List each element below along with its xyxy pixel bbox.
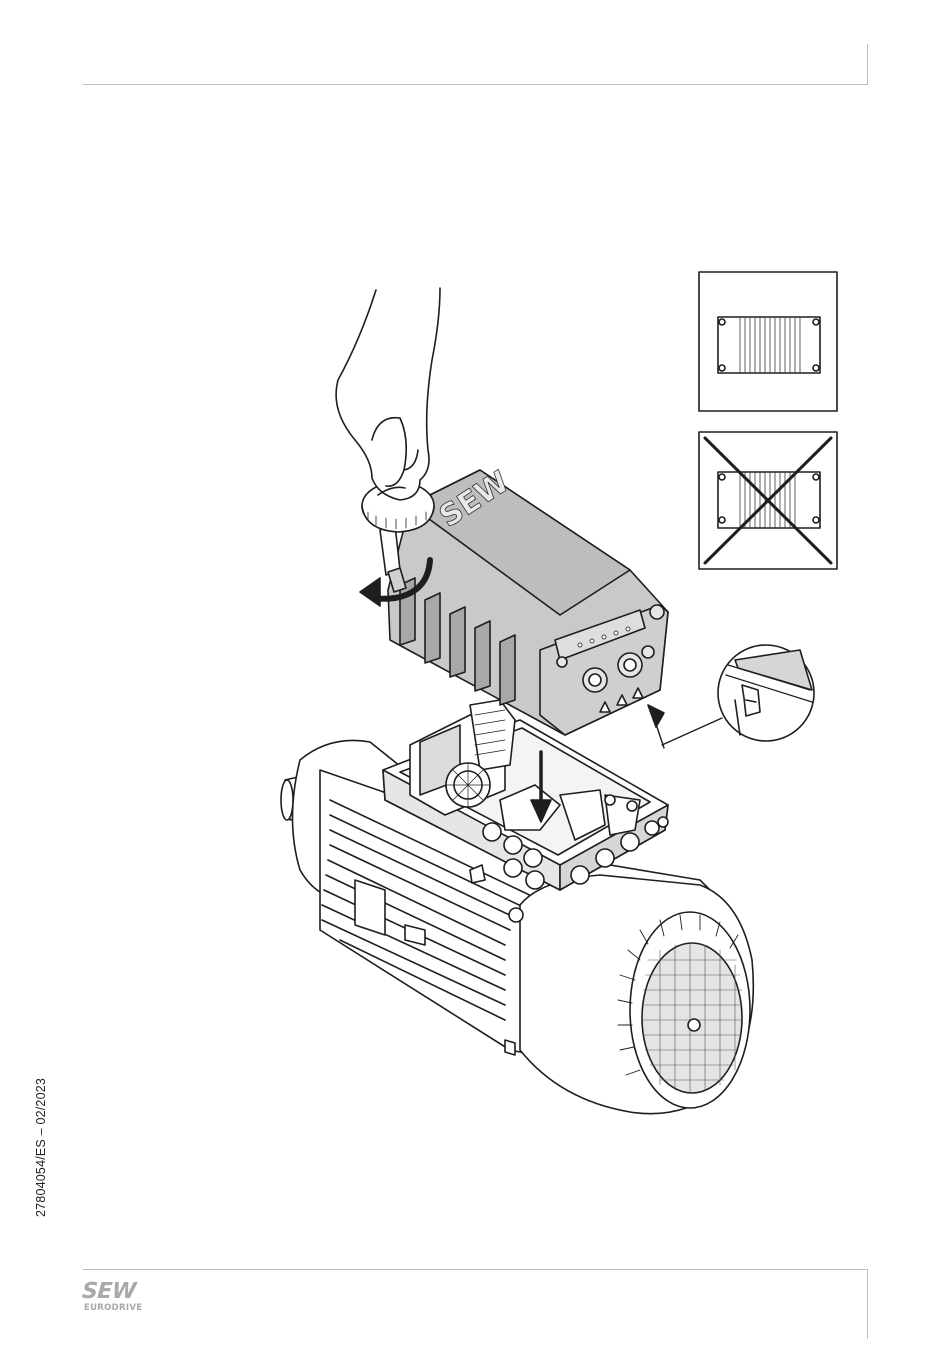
detail-callout [648,645,814,748]
panel-incorrect [699,432,837,569]
panel-correct [699,272,837,411]
document-id: 27804054/ES – 02/2023 [34,1078,48,1217]
eurodrive-logo-text: EURODRIVE [84,1304,142,1313]
hand [336,288,440,500]
sew-logo: SEW [81,1281,136,1303]
